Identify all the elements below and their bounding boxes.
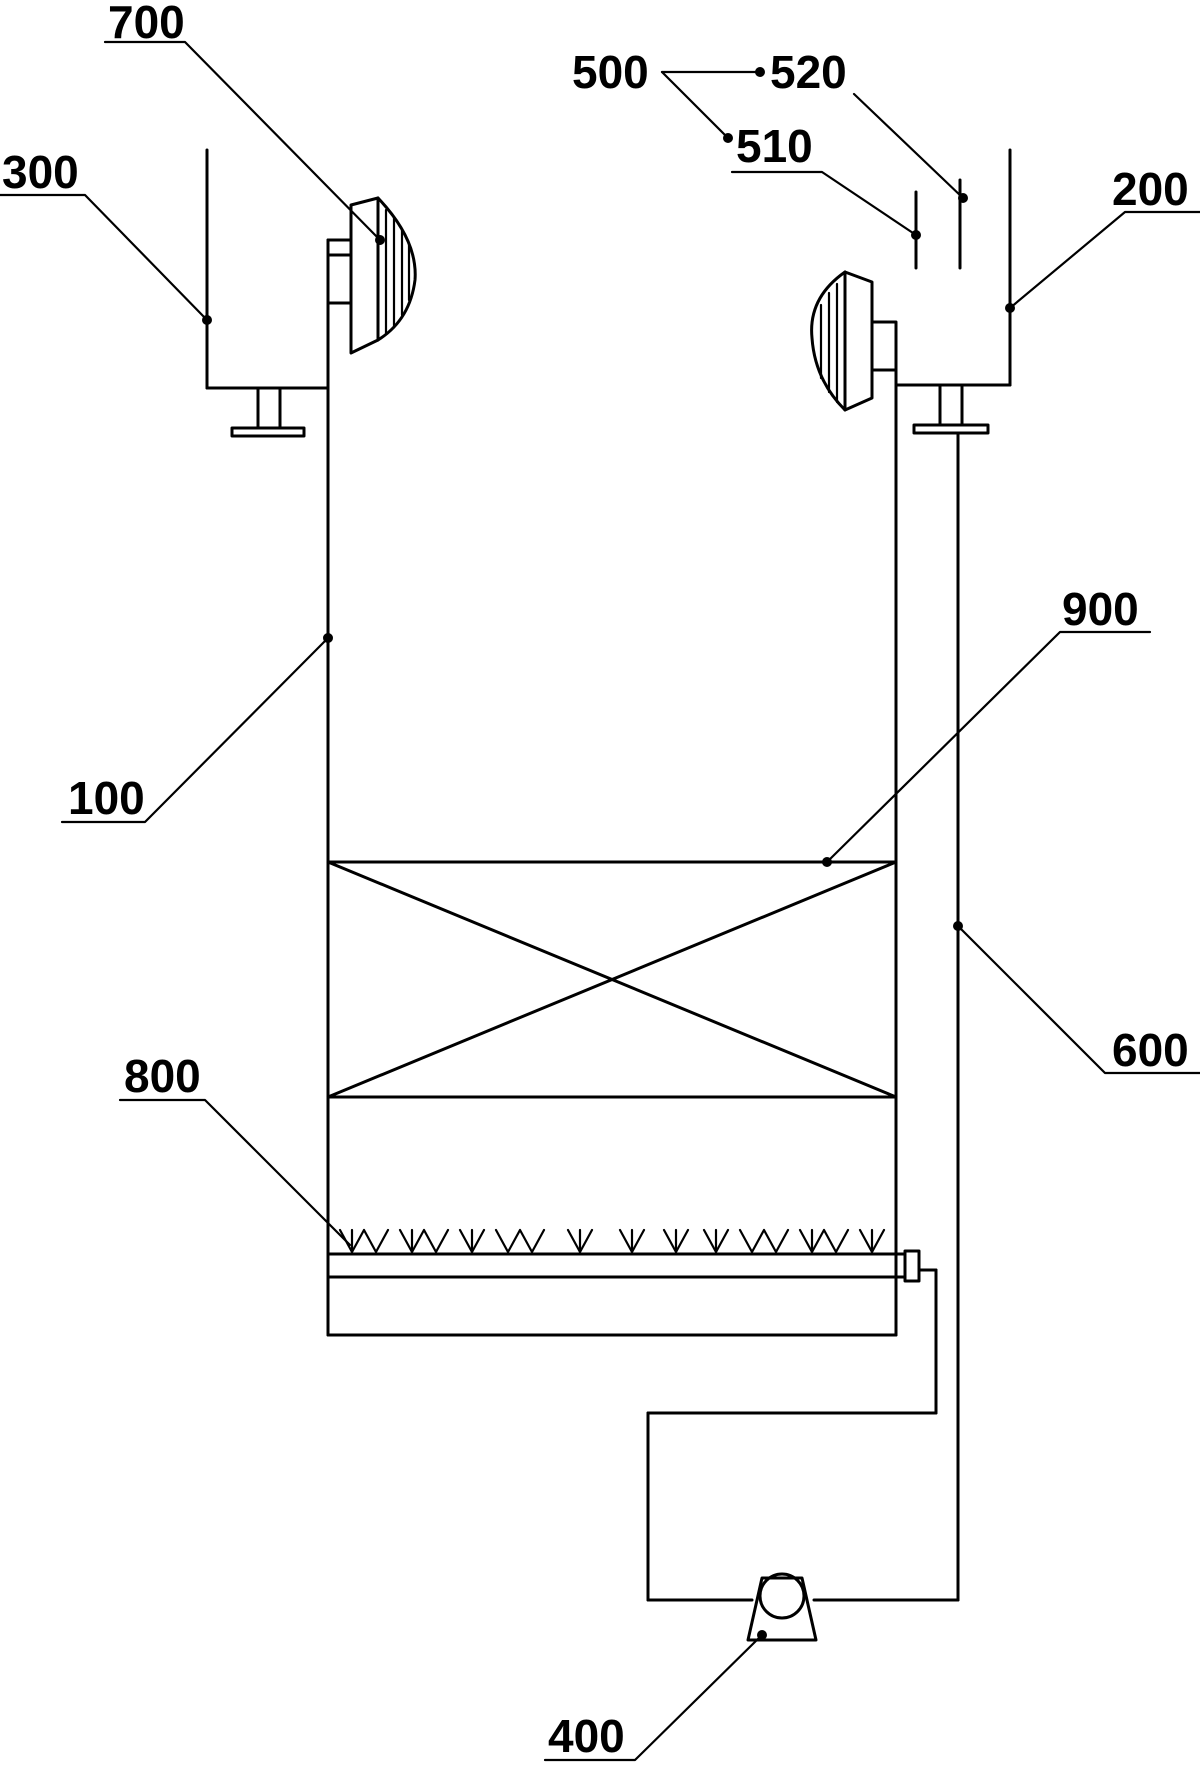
label-200: 200 <box>1112 163 1189 215</box>
label-900: 900 <box>1062 583 1139 635</box>
label-700: 700 <box>108 0 185 48</box>
pump <box>746 1572 818 1642</box>
right-inlet-vessel <box>894 148 1012 435</box>
label-400: 400 <box>548 1710 625 1762</box>
label-100: 100 <box>68 772 145 824</box>
label-520: 520 <box>770 46 847 98</box>
leader-lines <box>0 40 1200 1762</box>
main-column <box>326 270 898 1337</box>
label-600: 600 <box>1112 1024 1189 1076</box>
label-510: 510 <box>736 120 813 172</box>
packing-section <box>326 860 898 1099</box>
right-uv-lamp <box>810 270 898 412</box>
recirculation-pipe <box>646 431 960 1602</box>
aeration-diffuser <box>326 1228 921 1283</box>
label-300: 300 <box>2 146 79 198</box>
left-uv-lamp <box>326 196 417 355</box>
label-500: 500 <box>572 46 649 98</box>
label-800: 800 <box>124 1050 201 1102</box>
